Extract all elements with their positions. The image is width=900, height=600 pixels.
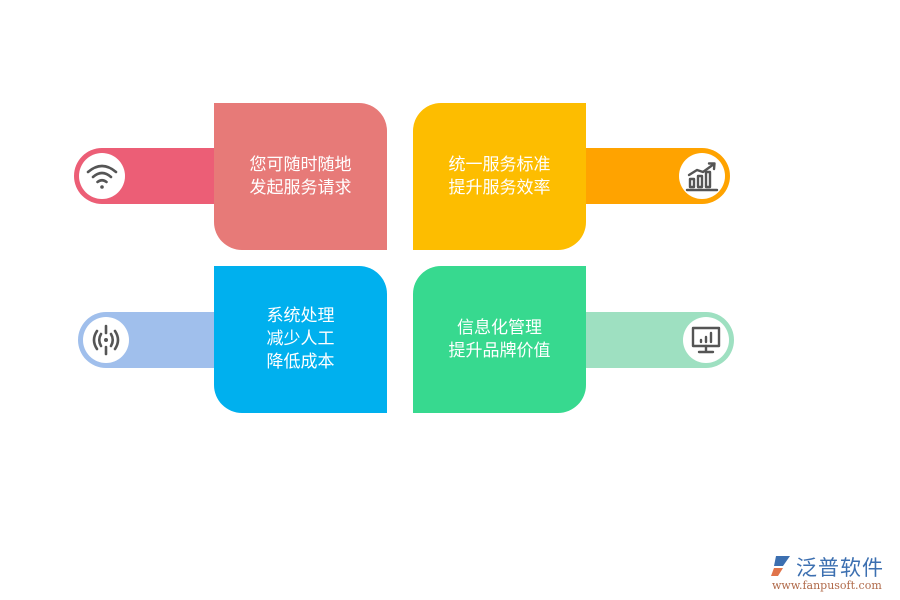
connector-bar-2 <box>570 148 730 204</box>
feature-card-3: 系统处理 减少人工 降低成本 <box>214 266 387 413</box>
card-text-4: 信息化管理 提升品牌价值 <box>448 317 551 361</box>
logo-mark-icon <box>771 556 790 576</box>
feature-card-2: 统一服务标准 提升服务效率 <box>413 103 586 250</box>
monitor-chart-icon <box>691 326 721 354</box>
card-text-3: 系统处理 减少人工 降低成本 <box>266 306 335 372</box>
connector-bar-4 <box>570 312 734 368</box>
feature-card-1: 您可随时随地 发起服务请求 <box>214 103 387 250</box>
icon-badge-3 <box>83 317 129 363</box>
icon-badge-4 <box>683 317 729 363</box>
connector-bar-1 <box>74 148 234 204</box>
feature-card-4: 信息化管理 提升品牌价值 <box>413 266 586 413</box>
card-text-1: 您可随时随地 发起服务请求 <box>249 154 352 198</box>
logo-url: www.fanpusoft.com <box>772 579 882 592</box>
icon-badge-2 <box>679 153 725 199</box>
logo-name: 泛普软件 <box>796 556 884 580</box>
icon-badge-1 <box>79 153 125 199</box>
brand-logo: 泛普软件 www.fanpusoft.com <box>770 552 895 596</box>
wifi-icon <box>86 164 118 189</box>
broadcast-signal-icon <box>92 324 120 356</box>
growth-chart-icon <box>685 162 719 192</box>
card-text-2: 统一服务标准 提升服务效率 <box>448 154 551 198</box>
connector-bar-3 <box>78 312 234 368</box>
